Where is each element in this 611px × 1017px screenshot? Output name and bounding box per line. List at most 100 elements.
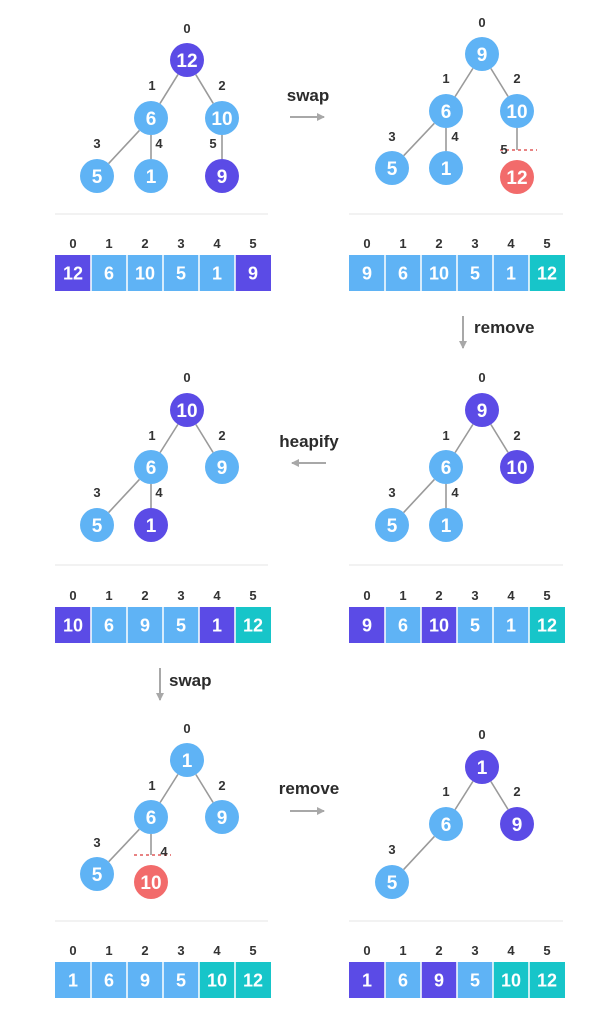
step-label: remove bbox=[474, 318, 534, 337]
array-cell bbox=[127, 607, 163, 643]
node-index-label: 3 bbox=[93, 485, 100, 500]
array-index-label: 4 bbox=[507, 943, 515, 958]
array-index-label: 2 bbox=[141, 588, 148, 603]
tree-node bbox=[80, 857, 114, 891]
array-index-label: 2 bbox=[435, 588, 442, 603]
node-index-label: 3 bbox=[388, 129, 395, 144]
array-cell-value: 10 bbox=[429, 264, 449, 284]
array-cell bbox=[349, 607, 385, 643]
tree-node bbox=[375, 508, 409, 542]
tree-node-value: 9 bbox=[477, 401, 488, 422]
array-cell bbox=[421, 962, 457, 998]
array-index-label: 5 bbox=[543, 236, 550, 251]
array-cell-value: 12 bbox=[243, 971, 263, 991]
array-index-label: 1 bbox=[399, 588, 406, 603]
tree-edge bbox=[402, 835, 436, 871]
tree-edge bbox=[490, 68, 509, 97]
array-cell-value: 12 bbox=[537, 264, 557, 284]
array-cell bbox=[199, 255, 235, 291]
array-cell-value: 5 bbox=[176, 264, 186, 284]
node-index-label: 2 bbox=[218, 778, 225, 793]
tree-node bbox=[465, 393, 499, 427]
array-cell bbox=[349, 255, 385, 291]
array-cell bbox=[55, 962, 91, 998]
array-cell bbox=[529, 607, 565, 643]
node-index-label: 3 bbox=[388, 842, 395, 857]
array-cell bbox=[55, 255, 91, 291]
tree-node-value: 5 bbox=[92, 167, 103, 188]
array-cell-value: 9 bbox=[140, 616, 150, 636]
array-cell bbox=[163, 607, 199, 643]
array-index-label: 0 bbox=[363, 588, 370, 603]
array-cell-value: 10 bbox=[135, 264, 155, 284]
array-cell bbox=[421, 607, 457, 643]
tree-node bbox=[500, 807, 534, 841]
tree-node-value: 12 bbox=[176, 51, 197, 72]
tree-edge bbox=[490, 424, 509, 453]
array-cell bbox=[235, 962, 271, 998]
array-cell-value: 12 bbox=[537, 616, 557, 636]
array-cell bbox=[127, 962, 163, 998]
array-cell bbox=[91, 962, 127, 998]
array-cell bbox=[199, 962, 235, 998]
array-cell bbox=[163, 962, 199, 998]
array-index-label: 0 bbox=[69, 943, 76, 958]
tree-node bbox=[205, 800, 239, 834]
node-index-label: 2 bbox=[513, 784, 520, 799]
tree-node bbox=[170, 743, 204, 777]
array-cell bbox=[55, 607, 91, 643]
tree-node bbox=[134, 800, 168, 834]
arrow-head-icon bbox=[291, 459, 299, 467]
array-cell bbox=[385, 607, 421, 643]
tree-node bbox=[170, 43, 204, 77]
tree-node bbox=[375, 865, 409, 899]
tree-node-value: 1 bbox=[146, 516, 157, 537]
array-index-label: 4 bbox=[213, 943, 221, 958]
tree-node bbox=[205, 159, 239, 193]
node-index-label: 0 bbox=[183, 21, 190, 36]
step-label: swap bbox=[169, 671, 212, 690]
heap-trees: 0121621035415909162103541512010162935410… bbox=[80, 15, 537, 899]
tree-edge bbox=[490, 781, 509, 810]
node-index-label: 2 bbox=[513, 428, 520, 443]
tree-node-value: 5 bbox=[387, 873, 398, 894]
node-index-label: 3 bbox=[93, 835, 100, 850]
array-cell bbox=[457, 962, 493, 998]
array-cell bbox=[529, 255, 565, 291]
node-index-label: 0 bbox=[478, 15, 485, 30]
tree-node-value: 6 bbox=[146, 808, 157, 829]
node-index-label: 5 bbox=[500, 142, 507, 157]
tree-node bbox=[134, 508, 168, 542]
array-index-label: 0 bbox=[69, 236, 76, 251]
array-cell-value: 6 bbox=[104, 971, 114, 991]
array-index-label: 5 bbox=[249, 588, 256, 603]
tree-node-value: 5 bbox=[387, 516, 398, 537]
tree-node bbox=[134, 450, 168, 484]
tree-node-value: 6 bbox=[441, 815, 452, 836]
array-cell-value: 10 bbox=[501, 971, 521, 991]
tree-node bbox=[134, 101, 168, 135]
tree-node-value: 6 bbox=[441, 458, 452, 479]
array-index-label: 2 bbox=[141, 943, 148, 958]
tree-node-value: 1 bbox=[182, 751, 193, 772]
tree-node bbox=[465, 750, 499, 784]
node-index-label: 4 bbox=[451, 485, 459, 500]
array-index-label: 0 bbox=[363, 943, 370, 958]
tree-node-value: 10 bbox=[211, 109, 232, 130]
array-cell-value: 9 bbox=[362, 616, 372, 636]
tree-node-value: 1 bbox=[441, 516, 452, 537]
array-cell-value: 5 bbox=[470, 616, 480, 636]
array-index-label: 2 bbox=[435, 943, 442, 958]
step-s3: heapify bbox=[279, 432, 339, 467]
tree-node-value: 9 bbox=[217, 167, 228, 188]
tree-node-value: 12 bbox=[506, 168, 527, 189]
array-index-label: 3 bbox=[177, 236, 184, 251]
tree-node bbox=[429, 94, 463, 128]
tree-edge bbox=[195, 424, 214, 453]
